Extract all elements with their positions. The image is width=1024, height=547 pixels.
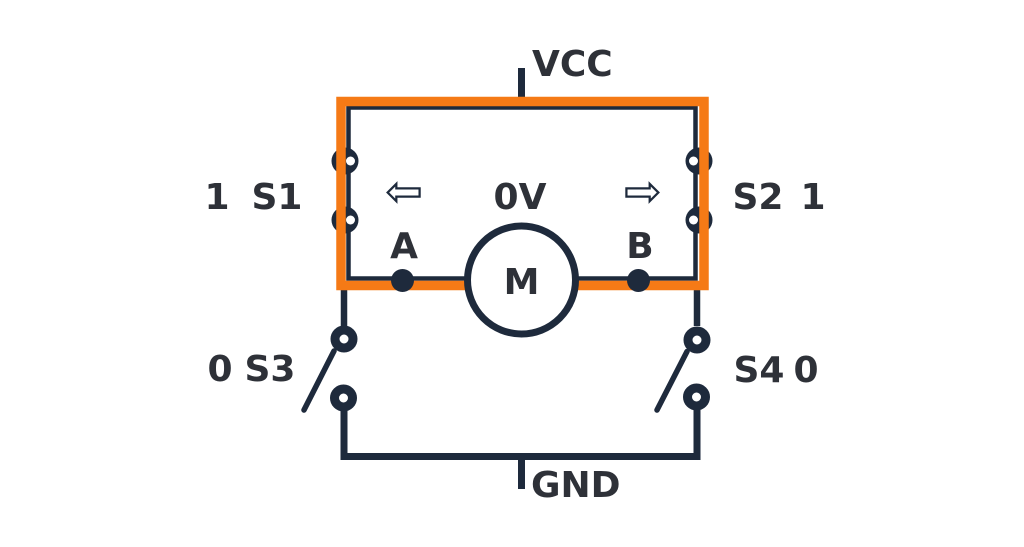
gnd-label: GND <box>531 465 621 506</box>
switch-s2-contact-bottom-hole <box>689 215 698 225</box>
switch-s3-label: S3 <box>245 349 296 390</box>
terminal-a-dot <box>391 269 414 292</box>
switch-s4-contact-top <box>683 326 711 354</box>
motor-body <box>464 222 579 338</box>
switch-s3-state: 0 <box>207 349 232 390</box>
vcc-label: VCC <box>532 44 613 85</box>
switch-s2-contact-top-hole <box>689 156 698 166</box>
switch-s4-lever <box>654 348 690 413</box>
terminal-b-label: B <box>626 226 653 267</box>
ground-rail-wire <box>340 409 701 460</box>
motor-voltage-label: 0V <box>494 177 547 218</box>
switch-s1-contact-bottom-hole <box>346 215 355 225</box>
terminal-a-label: A <box>390 226 418 267</box>
switch-s2-state: 1 <box>800 177 825 218</box>
switch-s4-label: S4 <box>734 350 785 391</box>
switch-s3-lever <box>301 348 337 413</box>
switch-s2-label: S2 <box>733 177 784 218</box>
terminal-b-dot <box>627 269 650 292</box>
switch-s1-label: S1 <box>252 177 303 218</box>
motor-label: M <box>504 262 540 303</box>
switch-s3-contact-bottom <box>330 384 357 412</box>
left-arrow-icon: ⇦ <box>385 164 424 218</box>
switch-s1-contact-top-hole <box>346 156 355 166</box>
switch-s4-contact-bottom <box>683 383 710 411</box>
switch-s3-contact-top <box>330 325 358 353</box>
switch-s4-state: 0 <box>793 350 818 391</box>
right-arrow-icon: ⇨ <box>624 164 663 218</box>
switch-s1-state: 1 <box>204 177 229 218</box>
